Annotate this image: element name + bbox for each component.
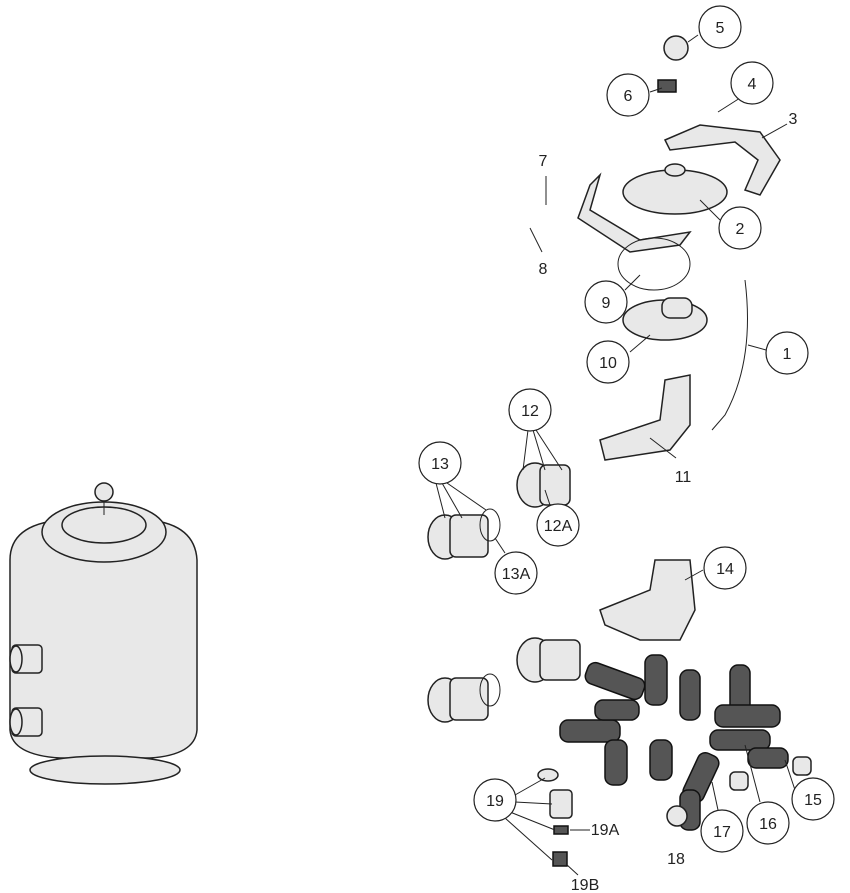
air-release-valve — [657, 79, 677, 93]
callout-13: 13 — [418, 441, 462, 485]
callout-15: 15 — [791, 777, 835, 821]
callout-8: 8 — [539, 261, 548, 278]
clamp-half-left — [577, 172, 692, 253]
callout-16: 16 — [746, 801, 790, 845]
o-ring — [617, 237, 691, 291]
elbow-pipe — [599, 374, 691, 461]
callout-label: 19 — [486, 793, 504, 810]
callout-3: 3 — [789, 111, 798, 128]
callout-19B: 19B — [571, 877, 599, 893]
callout-14: 14 — [703, 546, 747, 590]
callout-2: 2 — [718, 206, 762, 250]
callout-12A: 12A — [536, 503, 580, 547]
callout-12: 12 — [508, 388, 552, 432]
callout-6: 6 — [606, 73, 650, 117]
exploded-parts — [427, 35, 812, 867]
callout-label: 6 — [624, 88, 633, 105]
callout-label: 5 — [716, 20, 725, 37]
leader-lines — [435, 34, 796, 876]
callout-19A: 19A — [591, 822, 620, 839]
callout-label: 10 — [599, 355, 617, 372]
callout-9: 9 — [584, 280, 628, 324]
clamp-half-right — [663, 124, 781, 196]
laterals — [559, 654, 812, 831]
callout-label: 12A — [544, 518, 573, 535]
callout-label: 1 — [783, 346, 792, 363]
callout-18: 18 — [667, 851, 685, 868]
callout-label: 4 — [748, 76, 757, 93]
callout-10: 10 — [586, 340, 630, 384]
callout-19: 19 — [473, 778, 517, 822]
filter-tank — [9, 482, 198, 785]
callout-label: 15 — [804, 792, 822, 809]
callout-label: 2 — [736, 221, 745, 238]
callout-label: 13 — [431, 456, 449, 473]
callout-label: 13A — [502, 566, 531, 583]
pipe-1 — [711, 279, 748, 431]
callout-label: 17 — [713, 824, 731, 841]
callout-1: 1 — [765, 331, 809, 375]
callout-4: 4 — [730, 61, 774, 105]
callout-label: 9 — [602, 295, 611, 312]
callout-13A: 13A — [494, 551, 538, 595]
callout-label: 16 — [759, 816, 777, 833]
callout-7: 7 — [539, 153, 548, 170]
callout-5: 5 — [698, 5, 742, 49]
callout-label: 12 — [521, 403, 539, 420]
callout-label: 14 — [716, 561, 734, 578]
callout-17: 17 — [700, 809, 744, 853]
callout-11: 11 — [675, 469, 692, 486]
pressure-gauge — [663, 35, 689, 61]
valve-14 — [599, 559, 696, 641]
